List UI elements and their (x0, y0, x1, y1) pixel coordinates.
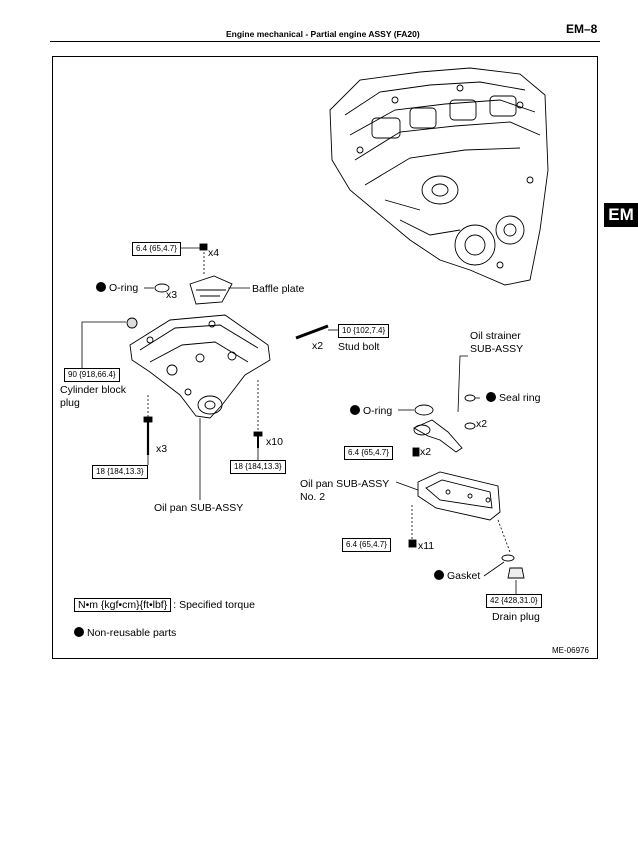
seal-ring-label: Seal ring (486, 392, 540, 405)
page-header-title: Engine mechanical - Partial engine ASSY … (226, 29, 420, 39)
baffle-plate-label: Baffle plate (252, 283, 305, 295)
non-reusable-dot-icon (486, 392, 496, 402)
torque-pan2-bolts: 6.4 {65,4.7} (342, 538, 391, 552)
qty-baffle-bolts: x4 (208, 247, 220, 259)
torque-drain-plug: 42 {428,31.0} (486, 594, 542, 608)
torque-left-bolts: 18 {184,13.3} (92, 465, 148, 479)
non-reusable-dot-icon (350, 405, 360, 415)
cylinder-block-plug-label-line1: Cylinder block (60, 384, 126, 396)
qty-o-ring-top: x3 (166, 289, 178, 301)
non-reusable-dot-icon (74, 627, 84, 637)
qty-left-bolts: x3 (156, 443, 168, 455)
torque-stud-bolt: 10 {102,7.4} (338, 324, 390, 338)
figure-id: ME-06976 (552, 646, 589, 655)
non-reusable-dot-icon (434, 570, 444, 580)
diagram-frame (52, 56, 598, 659)
legend-torque-text: : Specified torque (173, 599, 255, 611)
stud-bolt-label: Stud bolt (338, 341, 380, 353)
o-ring-top-label: O-ring (96, 282, 138, 295)
torque-cylinder-block-plug: 90 {918,66.4} (64, 368, 120, 382)
section-tab[interactable]: EM (604, 203, 638, 227)
o-ring-mid-label: O-ring (350, 405, 392, 418)
oil-strainer-label-line1: Oil strainer (470, 330, 521, 342)
drain-plug-label: Drain plug (492, 611, 540, 623)
torque-strainer-bolts: 6.4 {65,4.7} (344, 446, 393, 460)
qty-pan2-bolts: x11 (418, 540, 435, 552)
engine-block-drawing (329, 67, 549, 286)
legend-torque-units: N•m {kgf•cm}{ft•lbf} (74, 598, 172, 612)
oil-pan-2-label-line2: No. 2 (300, 491, 326, 503)
oil-pan-2-label-line1: Oil pan SUB-ASSY (300, 478, 390, 490)
legend-torque: N•m {kgf•cm}{ft•lbf}: Specified torque (74, 595, 255, 613)
torque-right-bolts: 18 {184,13.3} (230, 460, 286, 474)
legend-non-reusable: Non-reusable parts (74, 627, 176, 640)
qty-seal-ring: x2 (476, 418, 488, 430)
oil-strainer-label-line2: SUB-ASSY (470, 343, 524, 355)
non-reusable-dot-icon (96, 282, 106, 292)
qty-stud-bolt: x2 (312, 340, 324, 352)
cylinder-block-plug-label-line2: plug (60, 397, 80, 409)
page-number: EM–8 (566, 22, 598, 36)
qty-strainer-bolts: x2 (420, 446, 432, 458)
torque-baffle-bolts: 6.4 {65,4.7} (132, 242, 181, 256)
qty-right-bolts: x10 (266, 436, 283, 448)
gasket-label: Gasket (434, 570, 480, 583)
header-rule (50, 41, 600, 42)
oil-pan-sub-assy-label: Oil pan SUB-ASSY (154, 502, 244, 514)
